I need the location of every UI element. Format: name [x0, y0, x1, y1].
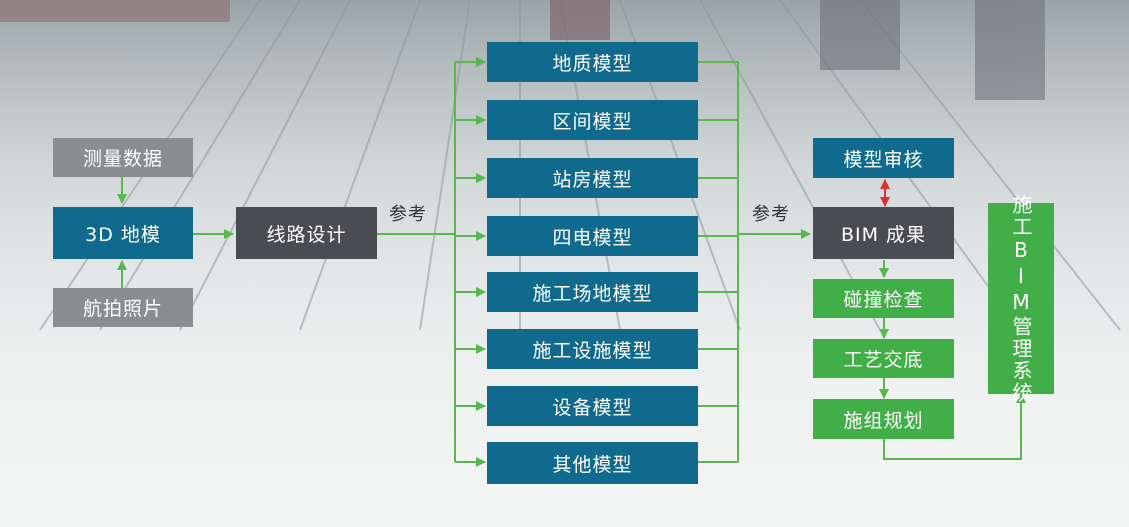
model-box-construction-site: 施工场地模型 [487, 272, 698, 312]
model-box-geology: 地质模型 [487, 42, 698, 82]
model-review-box: 模型审核 [813, 138, 954, 178]
step-box-construction-planning: 施组规划 [813, 399, 954, 439]
reference-label-right: 参考 [752, 204, 790, 225]
model-box-four-electric: 四电模型 [487, 216, 698, 256]
model-box-station: 站房模型 [487, 158, 698, 198]
survey-data-box: 测量数据 [53, 138, 193, 177]
reference-label-left: 参考 [389, 204, 427, 225]
terrain-3d-box: 3D 地模 [53, 207, 193, 259]
model-box-construction-facility: 施工设施模型 [487, 329, 698, 369]
model-box-equipment: 设备模型 [487, 386, 698, 426]
bim-management-system-box: 施工BIM管理系统 [988, 194, 1054, 404]
step-box-process-briefing: 工艺交底 [813, 339, 954, 378]
model-box-other: 其他模型 [487, 442, 698, 484]
step-box-collision-check: 碰撞检查 [813, 279, 954, 318]
aerial-photo-box: 航拍照片 [53, 288, 193, 327]
bim-result-box: BIM 成果 [813, 207, 954, 259]
model-box-section: 区间模型 [487, 100, 698, 140]
route-design-box: 线路设计 [236, 207, 377, 259]
